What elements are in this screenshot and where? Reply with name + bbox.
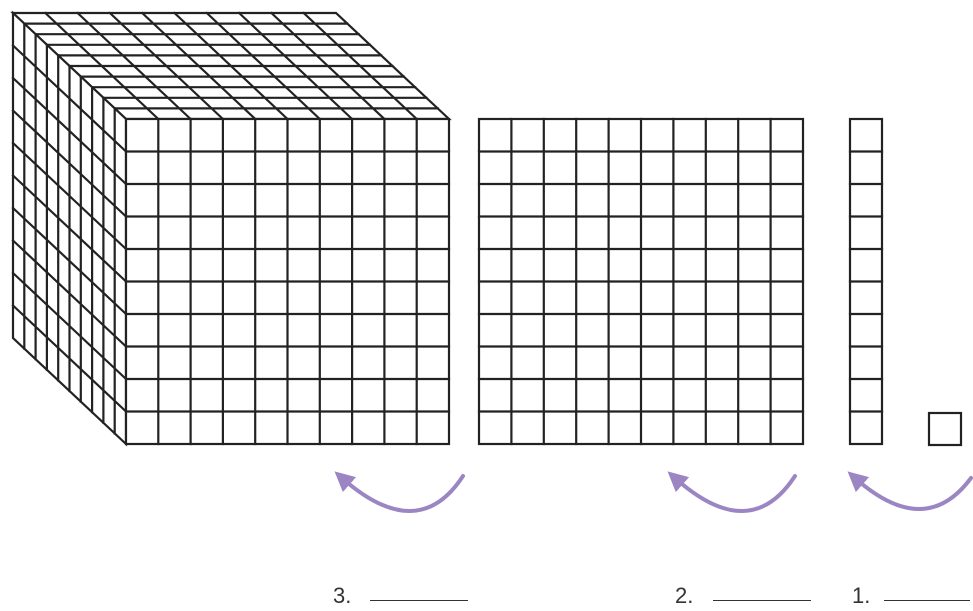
curved-arrow-left-icon — [667, 471, 797, 513]
blank-label-3: 3. — [333, 583, 352, 608]
answer-line-2[interactable] — [713, 600, 811, 601]
cube-side-grid-line — [11, 238, 128, 349]
cube-side-grid-line — [11, 206, 128, 316]
cube-top-grid-line — [205, 11, 322, 121]
cube-top-grid-line — [302, 11, 419, 121]
answer-line-1[interactable] — [884, 600, 970, 601]
cube-side-grid-line — [11, 303, 128, 414]
thousand-cube-block — [10, 10, 452, 447]
cube-top-grid-line — [237, 11, 354, 121]
hundred-flat-block — [477, 117, 805, 446]
blank-label-1: 1. — [852, 583, 871, 608]
curved-arrow-left-icon — [847, 471, 973, 511]
answer-line-3[interactable] — [370, 600, 468, 601]
cube-side-grid-line — [11, 271, 128, 381]
blank-label-2: 2. — [675, 583, 694, 608]
ten-rod-block — [848, 117, 884, 446]
cube-top-grid-line — [269, 11, 386, 121]
unit-cube-block — [927, 411, 963, 447]
curved-arrow-left-icon — [334, 471, 465, 513]
